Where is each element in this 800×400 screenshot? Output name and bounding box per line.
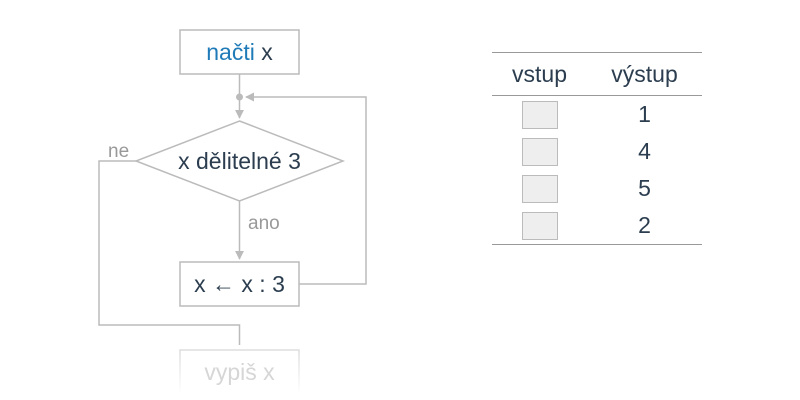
table-row: 5 xyxy=(492,170,702,207)
output-cell: 4 xyxy=(638,138,651,164)
input-box[interactable] xyxy=(521,211,558,240)
end-label: vypiš x xyxy=(204,359,275,385)
operation-label: x ← x : 3 xyxy=(194,271,285,297)
start-keyword: načti xyxy=(206,39,255,65)
operation-box xyxy=(179,261,300,307)
input-cell xyxy=(492,96,587,134)
table-row: 2 xyxy=(492,207,702,245)
condition-node: x dělitelné 3 xyxy=(133,120,346,202)
operation-node: x ← x : 3 xyxy=(179,261,300,307)
yes-label: ano xyxy=(248,213,280,234)
input-cell xyxy=(492,207,588,245)
table-header-row: vstup výstup xyxy=(492,52,702,96)
output-cell: 1 xyxy=(638,101,651,127)
svg-text:načti x: načti x xyxy=(206,39,273,65)
output-cell: 2 xyxy=(587,207,702,245)
condition-label: x dělitelné 3 xyxy=(178,148,301,174)
flowchart: načti x x dělitelné 3 ano x ← x : 3 ne v… xyxy=(98,29,367,395)
table-row: 1 xyxy=(492,96,702,134)
table-row: 4 xyxy=(492,133,702,170)
input-column-header: vstup xyxy=(512,60,568,87)
input-box[interactable] xyxy=(521,174,558,203)
no-label: ne xyxy=(108,141,129,162)
output-cell: 5 xyxy=(638,175,651,201)
input-cell xyxy=(492,170,587,207)
start-variable: x xyxy=(255,39,273,65)
output-column-header: výstup xyxy=(611,60,678,87)
input-box[interactable] xyxy=(521,100,558,129)
io-table: vstup výstup 1 4 5 2 xyxy=(492,52,702,245)
loop-back-arrow xyxy=(245,92,367,285)
end-box xyxy=(179,349,300,395)
input-cell xyxy=(492,133,587,170)
start-node: načti x xyxy=(179,29,300,75)
end-node: vypiš x xyxy=(179,349,300,395)
start-box xyxy=(179,29,300,75)
input-box[interactable] xyxy=(521,137,558,166)
no-branch-line xyxy=(98,160,241,345)
